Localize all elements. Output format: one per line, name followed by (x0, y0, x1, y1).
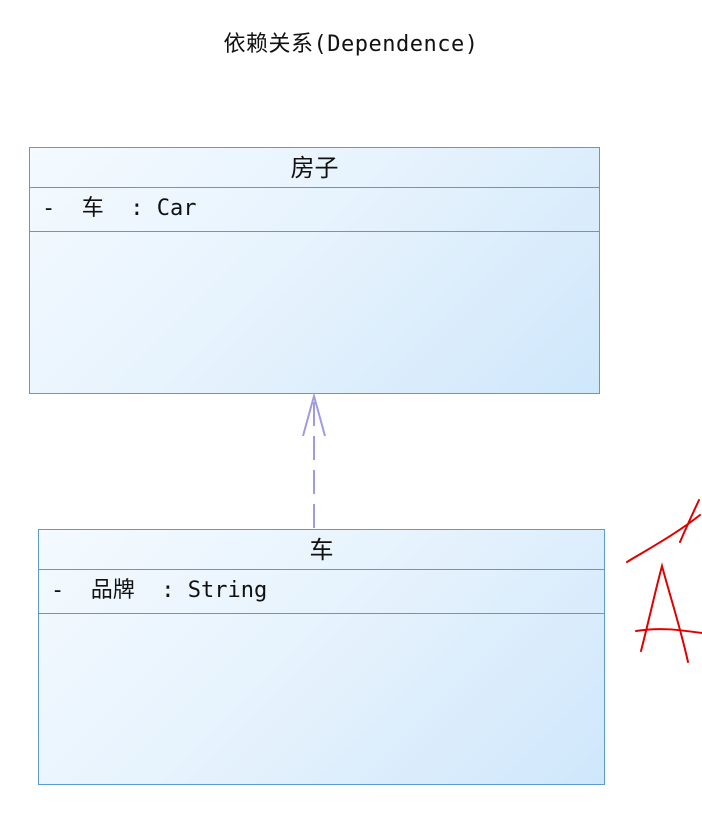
class-car-attribute: - 品牌 : String (39, 570, 604, 614)
dependency-arrow[interactable] (302, 392, 326, 528)
class-car[interactable]: 车 - 品牌 : String (38, 529, 605, 785)
class-house-attribute: - 车 : Car (30, 188, 599, 232)
diagram-title: 依赖关系(Dependence) (223, 32, 479, 57)
handwritten-stroke (626, 499, 701, 563)
class-house[interactable]: 房子 - 车 : Car (29, 147, 600, 394)
class-car-name: 车 (39, 530, 604, 570)
class-house-name: 房子 (30, 148, 599, 188)
handwritten-annotation (626, 499, 702, 663)
handwritten-letter-a (635, 562, 702, 663)
dependency-arrowhead (302, 392, 326, 437)
